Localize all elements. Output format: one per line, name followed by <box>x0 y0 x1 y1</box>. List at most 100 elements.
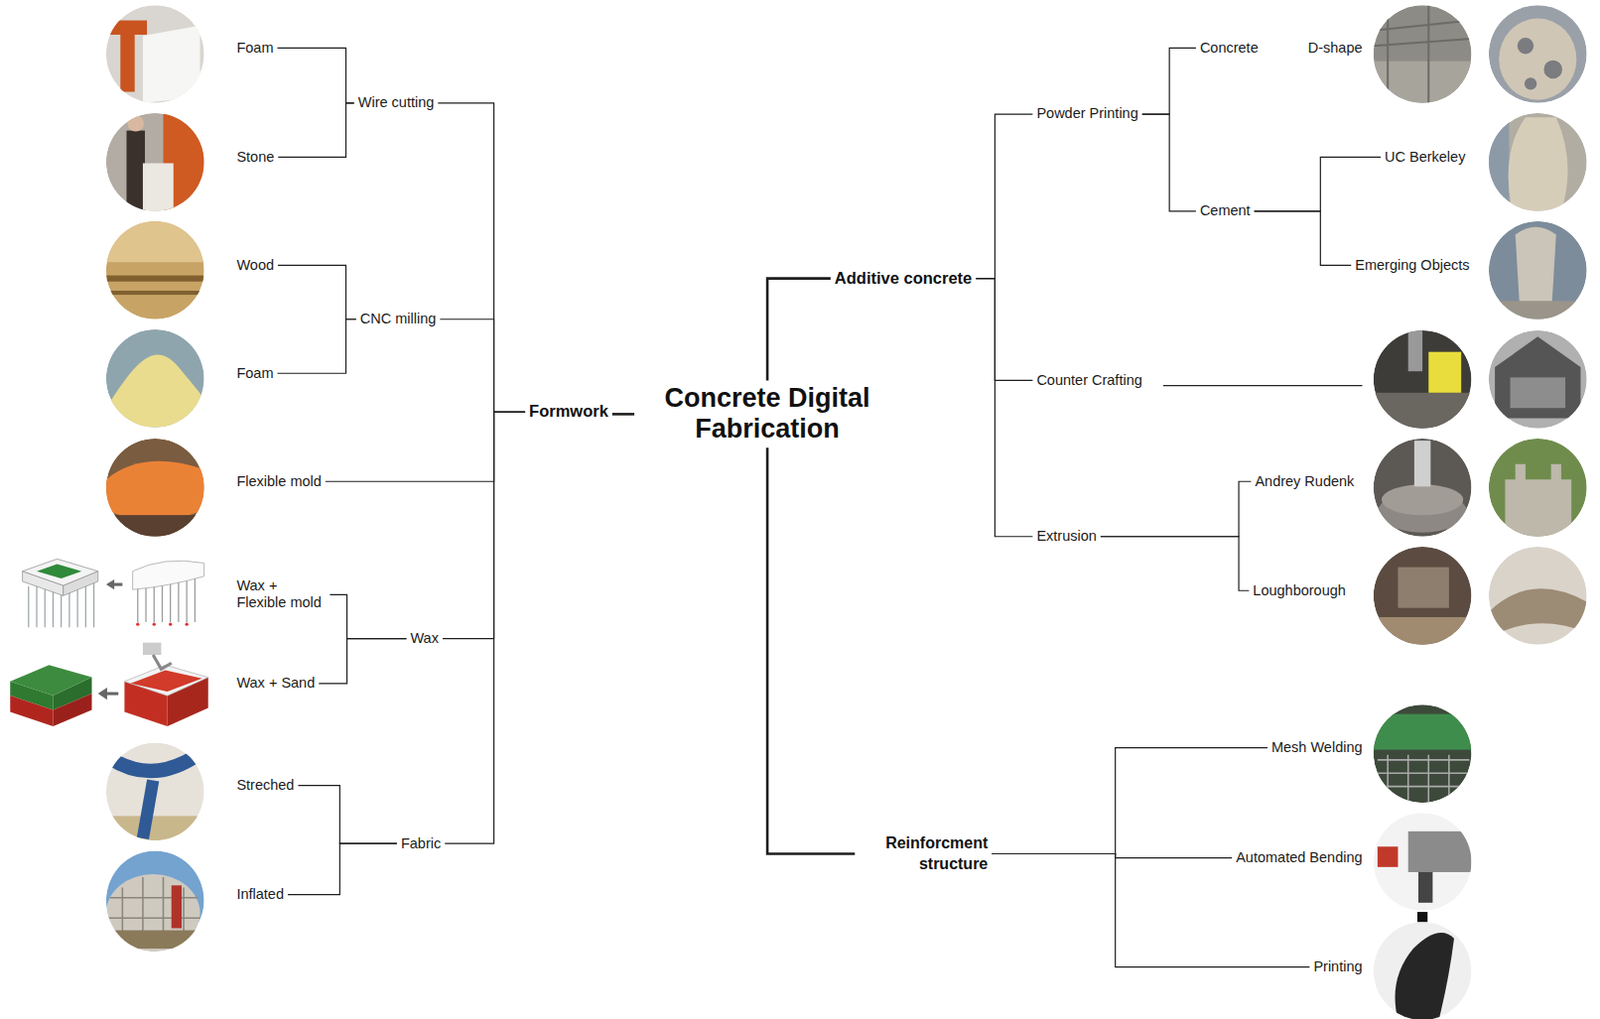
photo-circle <box>1373 812 1472 912</box>
tree-connector <box>287 843 398 895</box>
tree-label: Andrey Rudenk <box>1250 471 1358 493</box>
tree-label: Inflated <box>232 884 288 906</box>
tree-connector <box>767 447 855 854</box>
process-arrow <box>106 692 119 696</box>
box-side <box>9 695 53 727</box>
tree-label: Loughborough <box>1248 580 1350 602</box>
tree-label: Wax + Sand <box>232 672 319 694</box>
label-text: UC Berkeley <box>1384 148 1466 166</box>
wax-sand-figure <box>9 643 208 727</box>
tree-connector <box>444 411 526 844</box>
foam-block <box>142 25 201 104</box>
sculpture-hole <box>1524 77 1537 90</box>
label-text: CNC milling <box>360 310 437 328</box>
robot-arm <box>120 30 134 93</box>
mold-top <box>22 558 99 586</box>
pin-tip <box>135 623 139 627</box>
fabric-cast <box>142 780 153 839</box>
tree-label: CNC milling <box>356 308 441 330</box>
label-text: Stone <box>236 148 274 166</box>
box-side <box>52 693 92 727</box>
tree-label: Foam <box>232 363 277 385</box>
printed-bench <box>1488 588 1588 638</box>
robot-head <box>142 643 162 656</box>
photo-circle <box>1373 330 1472 429</box>
photo-ground <box>106 742 205 841</box>
photo-ground <box>106 4 205 104</box>
tree-label: Wax + Flexible mold <box>232 575 330 615</box>
tree-connector <box>325 411 526 482</box>
label-text: Wax <box>409 630 438 648</box>
pin-tip <box>168 623 172 627</box>
photo-circle <box>106 438 205 537</box>
flexible-sheet <box>133 560 205 590</box>
printed-lattice <box>1395 933 1455 1019</box>
photo-circle <box>106 329 205 428</box>
tree-connector <box>975 278 1033 382</box>
printed-castle <box>1504 464 1572 537</box>
photo-circle <box>1488 330 1588 429</box>
tree-label: Fabric <box>397 833 445 855</box>
photo-ground <box>106 113 205 212</box>
printed-layers <box>1373 617 1472 646</box>
fabric-frame <box>106 815 205 841</box>
photo-ground <box>1488 113 1588 212</box>
photo-ground <box>1373 922 1472 1019</box>
photo-ground <box>1488 330 1588 429</box>
photo-ground <box>1488 438 1588 537</box>
label-text: Reinforcment structure <box>858 832 988 876</box>
tree-connector <box>991 748 1268 855</box>
tree-connector <box>276 47 354 104</box>
photo-circle <box>1373 546 1472 646</box>
photo-circle <box>1488 4 1588 104</box>
photo-circle <box>106 742 205 841</box>
branch-heading: Formwork <box>525 400 613 424</box>
label-text: Powder Printing <box>1036 105 1138 123</box>
tree-label: Printing <box>1309 956 1366 978</box>
tree-label: D-shape <box>1304 37 1367 59</box>
label-text: Printing <box>1313 958 1362 976</box>
wood-surface <box>106 221 205 263</box>
robot-arm <box>152 655 172 669</box>
label-text: Additive concrete <box>834 268 972 289</box>
tree-connector <box>318 639 406 684</box>
sculpture-hole <box>1517 37 1534 54</box>
leader-line <box>1163 385 1362 387</box>
wood-groove <box>106 290 205 295</box>
sculpture-hole <box>1543 60 1563 80</box>
tree-label: Flexible mold <box>232 471 325 493</box>
photo-ground <box>1373 812 1472 912</box>
pin-tip <box>152 623 156 627</box>
label-text: D-shape <box>1308 39 1363 57</box>
wax-flexible-mold-figure <box>22 558 205 628</box>
branch-heading: Reinforcment structure <box>854 830 992 878</box>
fabric-cast <box>108 752 203 772</box>
label-text: Loughborough <box>1252 582 1346 600</box>
photo-ground <box>1373 704 1472 803</box>
label-text: Emerging Objects <box>1354 257 1469 274</box>
tree-label: Mesh Welding <box>1267 737 1367 759</box>
tree-connector <box>1254 211 1352 266</box>
photo-ground <box>1488 546 1588 646</box>
nozzle <box>1408 330 1423 372</box>
tree-connector <box>439 319 526 413</box>
tree-connector <box>975 278 1033 537</box>
window <box>1488 113 1510 212</box>
dome-grid <box>108 877 201 939</box>
photo-circle <box>106 113 205 212</box>
photo-circle <box>1488 113 1588 212</box>
person-head <box>128 115 144 132</box>
trowel <box>1428 352 1462 394</box>
tree-connector <box>276 319 356 374</box>
tree-connector <box>1142 47 1197 115</box>
photo-ground <box>106 221 205 320</box>
machine-part <box>1377 846 1399 868</box>
photo-circle <box>106 4 205 104</box>
label-text: Formwork <box>529 401 609 422</box>
label-text: Foam <box>236 365 273 383</box>
tree-label: Concrete <box>1196 37 1263 59</box>
printed-column <box>1508 117 1569 212</box>
label-text: Inflated <box>236 886 284 904</box>
label-text: Mesh Welding <box>1271 739 1363 757</box>
